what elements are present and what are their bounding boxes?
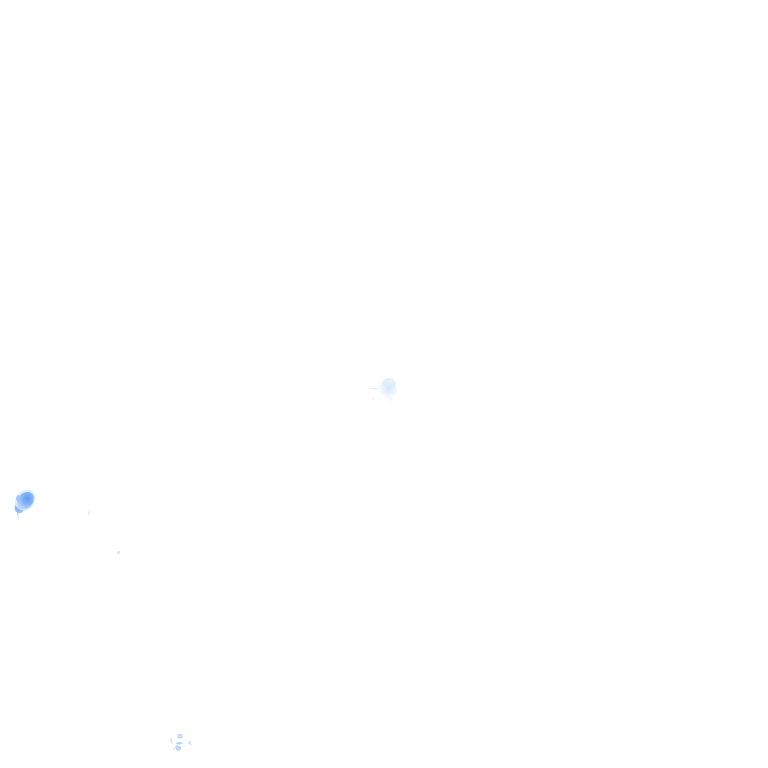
blob-lobe-shape bbox=[14, 505, 24, 514]
smudge-tail-shape bbox=[389, 397, 393, 405]
speck-wedge-shape bbox=[188, 740, 192, 745]
blob-fleck-shape bbox=[15, 495, 22, 502]
blue-speck-cluster-icon bbox=[170, 734, 192, 751]
smudge-dot-shape bbox=[372, 398, 375, 400]
blue-speck-cluster-mark bbox=[166, 730, 202, 758]
faint-pale-smudge-mark bbox=[362, 372, 410, 406]
blob-body-shape bbox=[16, 491, 34, 510]
speck-square-shape bbox=[177, 734, 183, 739]
speck-comma-shape bbox=[176, 742, 183, 745]
faint-pale-smudge-icon bbox=[366, 378, 397, 405]
smudge-bump-shape bbox=[382, 378, 396, 388]
speck-blob-shape bbox=[175, 745, 182, 751]
primary-blue-blob-mark bbox=[8, 486, 42, 524]
speck-hook-shape bbox=[170, 737, 174, 744]
smudge-body-shape bbox=[377, 380, 397, 399]
speck-dot-shape bbox=[172, 747, 175, 750]
smudge-wisp-shape bbox=[366, 387, 381, 390]
micro-dot-upper-mark bbox=[88, 511, 90, 515]
micro-dot-lower-mark bbox=[117, 551, 120, 554]
blob-halo-shape bbox=[14, 489, 36, 511]
primary-blue-blob-icon bbox=[14, 489, 36, 522]
blob-tail-shape bbox=[16, 511, 21, 522]
